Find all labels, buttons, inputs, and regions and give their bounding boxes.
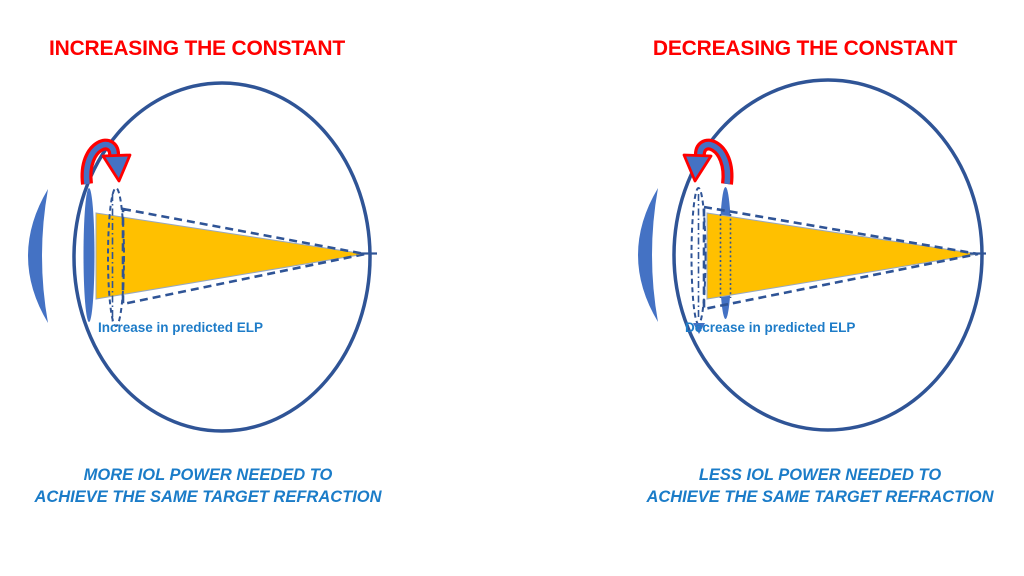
caption-line-1: LESS IOL POWER NEEDED TO — [698, 466, 942, 484]
shift-down-arrowhead-icon — [693, 323, 705, 334]
rotation-arrow-clockwise-icon — [80, 138, 132, 185]
panel-increase-constant: INCREASING THE CONSTANT Increas — [18, 37, 398, 508]
predicted-light-cone-dashed — [702, 205, 979, 311]
page-title-decrease: DECREASING THE CONSTANT — [652, 37, 958, 60]
cornea — [638, 188, 658, 322]
rotation-arrow-counterclockwise-icon — [682, 138, 734, 185]
iol-lens — [83, 188, 95, 322]
rotation-arrowhead — [682, 153, 713, 183]
rotation-arrow-core — [697, 142, 731, 185]
caption-increase: MORE IOL POWER NEEDED TO ACHIEVE THE SAM… — [18, 464, 398, 508]
caption-decrease: LESS IOL POWER NEEDED TO ACHIEVE THE SAM… — [630, 464, 1010, 508]
cornea — [28, 189, 48, 323]
rotation-arrowhead — [101, 153, 132, 183]
caption-line-1: MORE IOL POWER NEEDED TO — [83, 466, 333, 484]
elp-label-increase: Increase in predicted ELP — [98, 320, 264, 335]
elp-label-decrease: Decrease in predicted ELP — [685, 320, 856, 335]
light-cone — [706, 212, 979, 300]
page-title-increase: INCREASING THE CONSTANT — [48, 37, 345, 60]
rotation-arrow-core — [83, 142, 117, 185]
eye-diagram-increase — [28, 81, 377, 433]
eye-diagram-decrease — [638, 78, 986, 432]
caption-line-2: ACHIEVE THE SAME TARGET REFRACTION — [34, 488, 382, 506]
predicted-iol-lens-dashed — [107, 187, 125, 327]
light-cone — [95, 212, 366, 300]
caption-line-2: ACHIEVE THE SAME TARGET REFRACTION — [646, 488, 994, 506]
panel-decrease-constant: DECREASING THE CONSTANT — [512, 0, 1024, 576]
